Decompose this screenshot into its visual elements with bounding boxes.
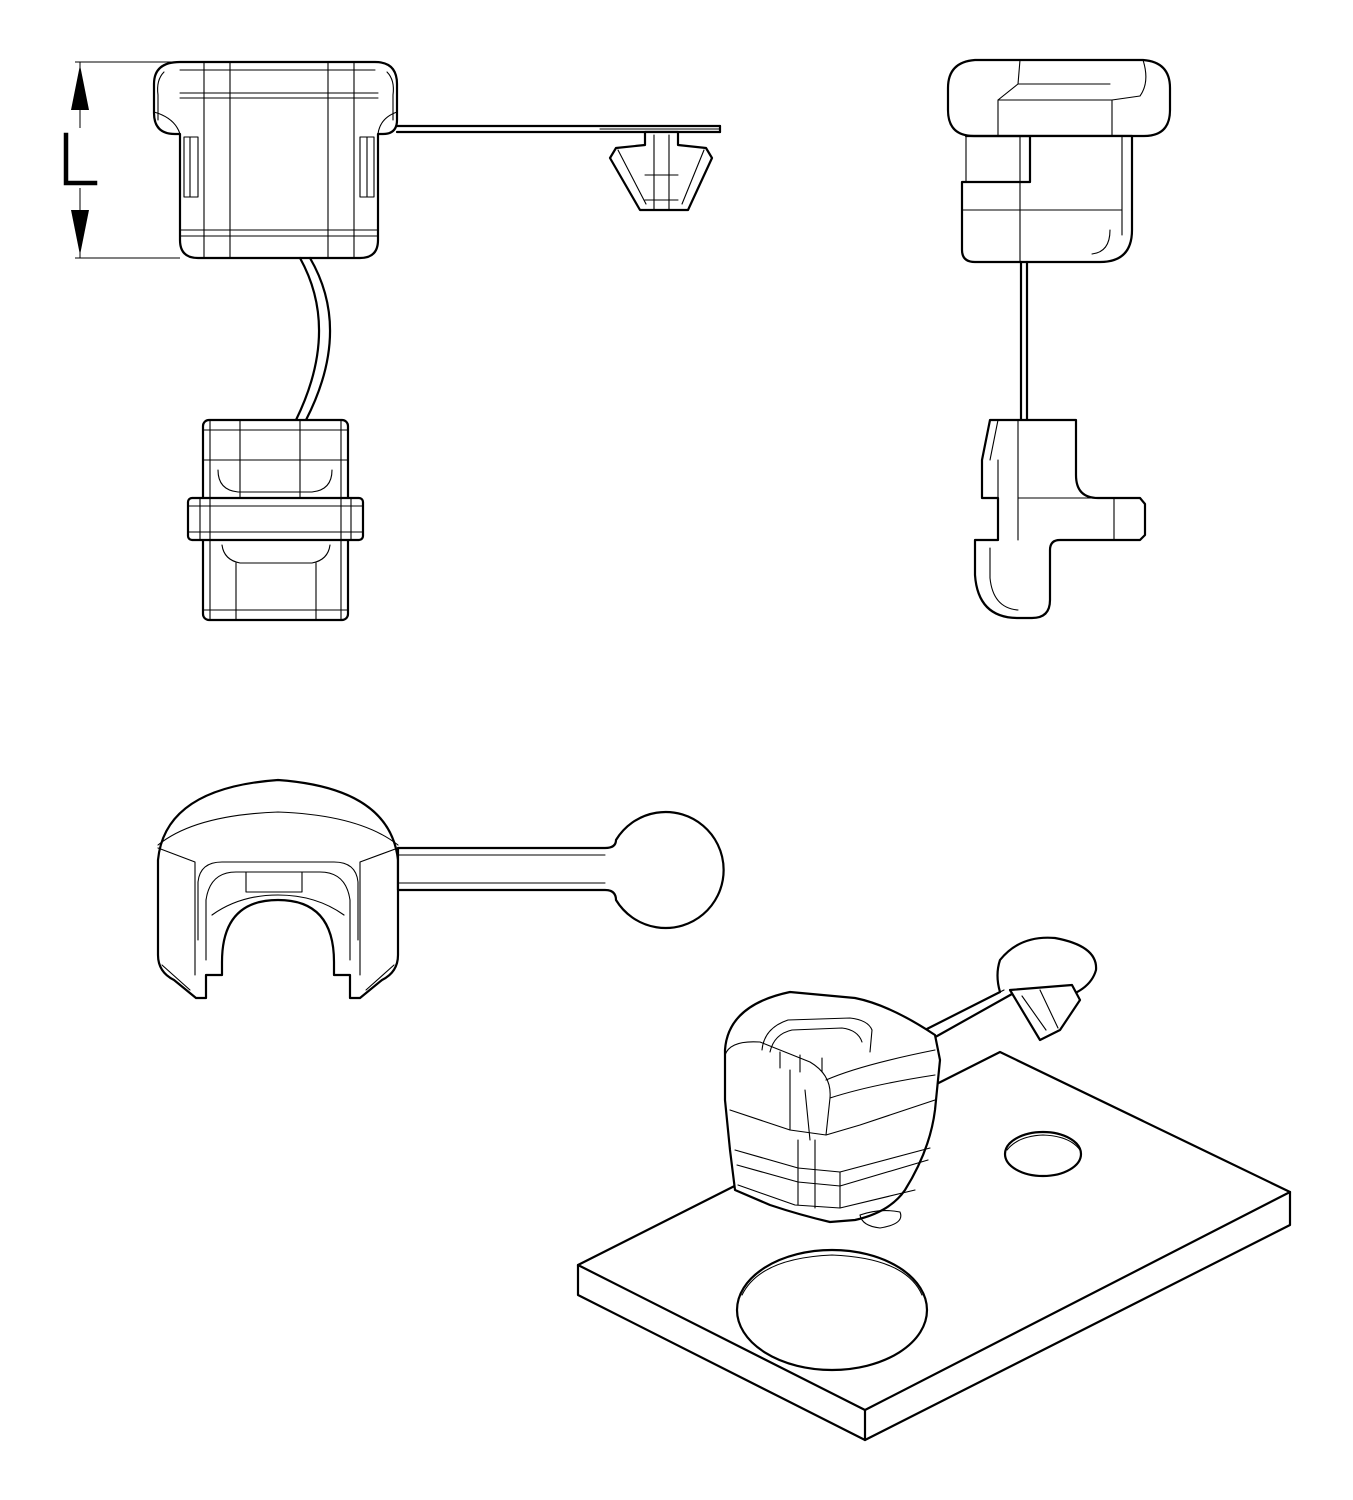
top-view xyxy=(156,778,725,1000)
dimension-L: L xyxy=(58,61,180,259)
large-hole xyxy=(735,1248,929,1372)
dimension-label-glyph xyxy=(63,132,98,186)
small-hole xyxy=(1003,1130,1083,1178)
dimension-arrow-up xyxy=(71,65,89,110)
side-view xyxy=(946,58,1172,620)
dimension-arrow-down xyxy=(71,210,89,255)
isometric-view xyxy=(576,936,1292,1442)
front-view xyxy=(152,60,722,622)
